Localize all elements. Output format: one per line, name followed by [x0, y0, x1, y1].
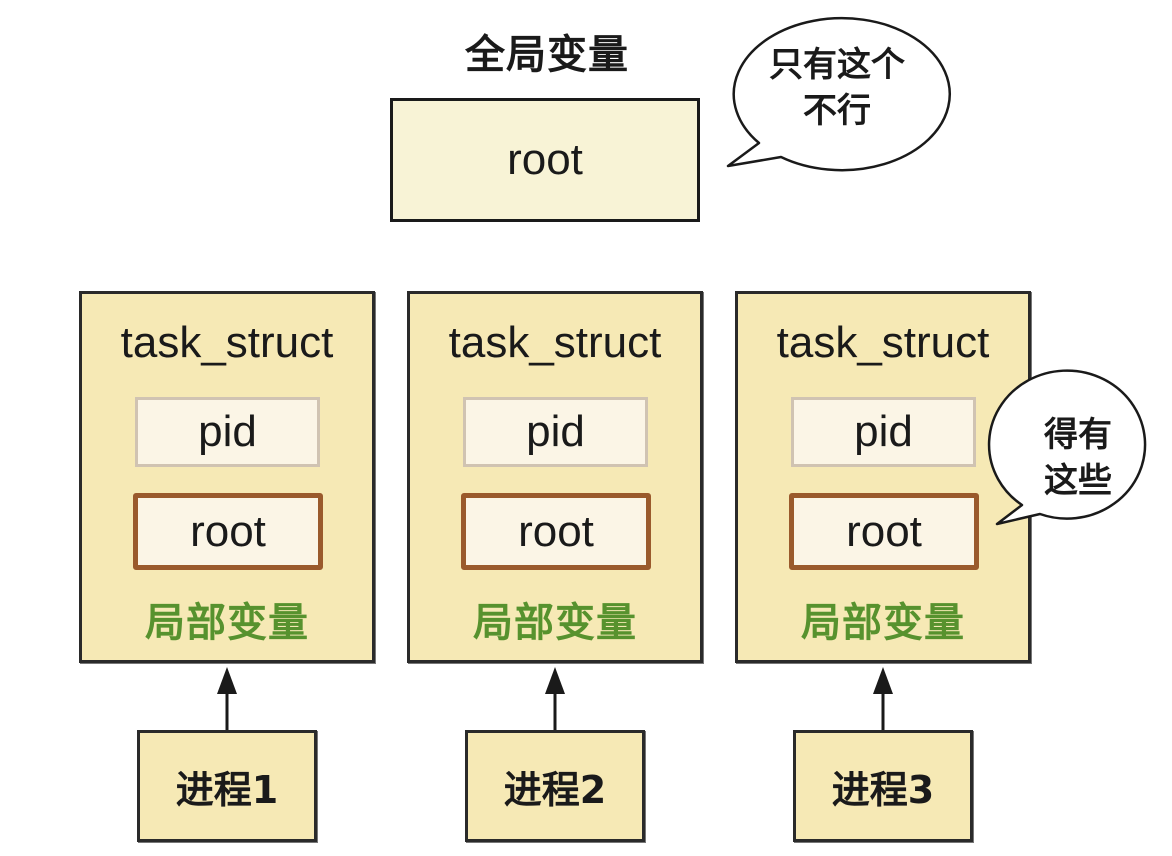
task-struct-box: task_struct pid root 局部变量 — [79, 291, 375, 663]
task-struct-title: task_struct — [776, 318, 990, 367]
process-arrow — [545, 667, 565, 730]
pid-field: pid — [463, 397, 648, 467]
root-field: root — [789, 493, 979, 570]
process-box: 进程2 — [465, 730, 645, 842]
process-box: 进程1 — [137, 730, 317, 842]
task-struct-box: task_struct pid root 局部变量 — [735, 291, 1031, 663]
root-field: root — [461, 493, 651, 570]
local-variable-label: 局部变量 — [801, 600, 965, 646]
global-bubble-text: 只有这个 不行 — [769, 45, 905, 131]
local-variable-label: 局部变量 — [145, 600, 309, 646]
global-variable-title: 全局变量 — [465, 32, 629, 78]
pid-field: pid — [135, 397, 320, 467]
pid-field: pid — [791, 397, 976, 467]
task-struct-box: task_struct pid root 局部变量 — [407, 291, 703, 663]
process-arrow — [873, 667, 893, 730]
task-struct-title: task_struct — [120, 318, 334, 367]
process-arrow — [217, 667, 237, 730]
root-field: root — [133, 493, 323, 570]
global-root-box: root — [390, 98, 700, 222]
process-box: 进程3 — [793, 730, 973, 842]
local-variable-label: 局部变量 — [473, 600, 637, 646]
local-bubble-text: 得有 这些 — [1044, 415, 1112, 501]
task-struct-title: task_struct — [448, 318, 662, 367]
